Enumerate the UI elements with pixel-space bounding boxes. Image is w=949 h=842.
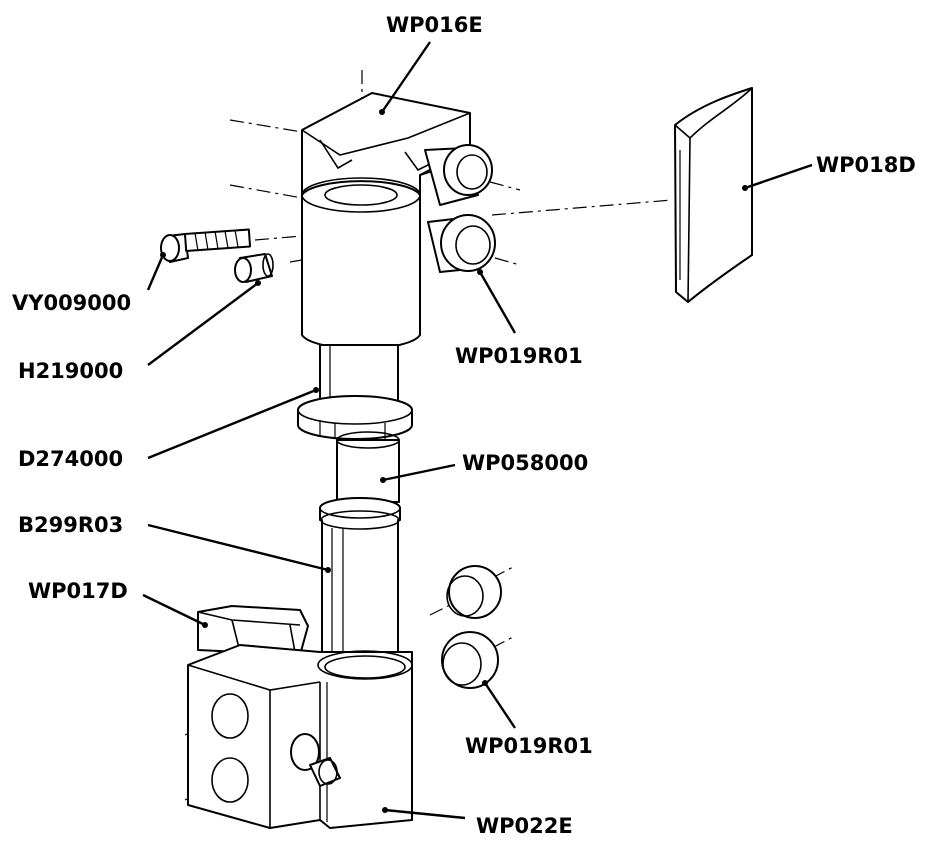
label-wp058000: WP058000: [462, 451, 588, 475]
part-wp022e: [187, 644, 413, 829]
label-wp019r01-bottom: WP019R01: [465, 734, 593, 758]
part-wp017d: [197, 605, 309, 656]
leader-wp058000: [382, 463, 456, 482]
leader-d274000: [147, 388, 317, 460]
part-wp018d: [674, 87, 753, 303]
leader-vy009000: [146, 254, 165, 291]
label-wp017d: WP017D: [28, 579, 128, 603]
part-wp019r01-lower: [441, 565, 502, 689]
part-vy009000: [160, 228, 252, 263]
label-d274000: D274000: [18, 447, 123, 471]
leader-h219000: [147, 282, 259, 366]
leader-wp018d: [744, 163, 813, 190]
part-wp019r01-upper: [424, 144, 496, 273]
leader-wp019r01-top: [478, 271, 517, 334]
part-b299r03: [319, 497, 401, 656]
label-h219000: H219000: [18, 359, 123, 383]
label-wp016e: WP016E: [386, 13, 483, 37]
label-wp018d: WP018D: [816, 153, 916, 177]
label-b299r03: B299R03: [18, 513, 123, 537]
part-d274000: [297, 395, 413, 440]
leader-wp017d: [142, 593, 206, 627]
leader-wp022e: [384, 808, 466, 820]
leader-lines: [142, 41, 813, 820]
leader-b299r03: [147, 523, 329, 572]
label-wp019r01-top: WP019R01: [455, 344, 583, 368]
leader-wp016e: [381, 41, 431, 113]
leader-wp019r01-bottom: [484, 682, 516, 729]
part-wp058000: [336, 431, 400, 503]
part-labels: WP016E WP018D VY009000 H219000 WP019R01 …: [12, 13, 916, 838]
label-wp022e: WP022E: [476, 814, 573, 838]
part-h219000: [234, 253, 274, 283]
label-vy009000: VY009000: [12, 291, 131, 315]
